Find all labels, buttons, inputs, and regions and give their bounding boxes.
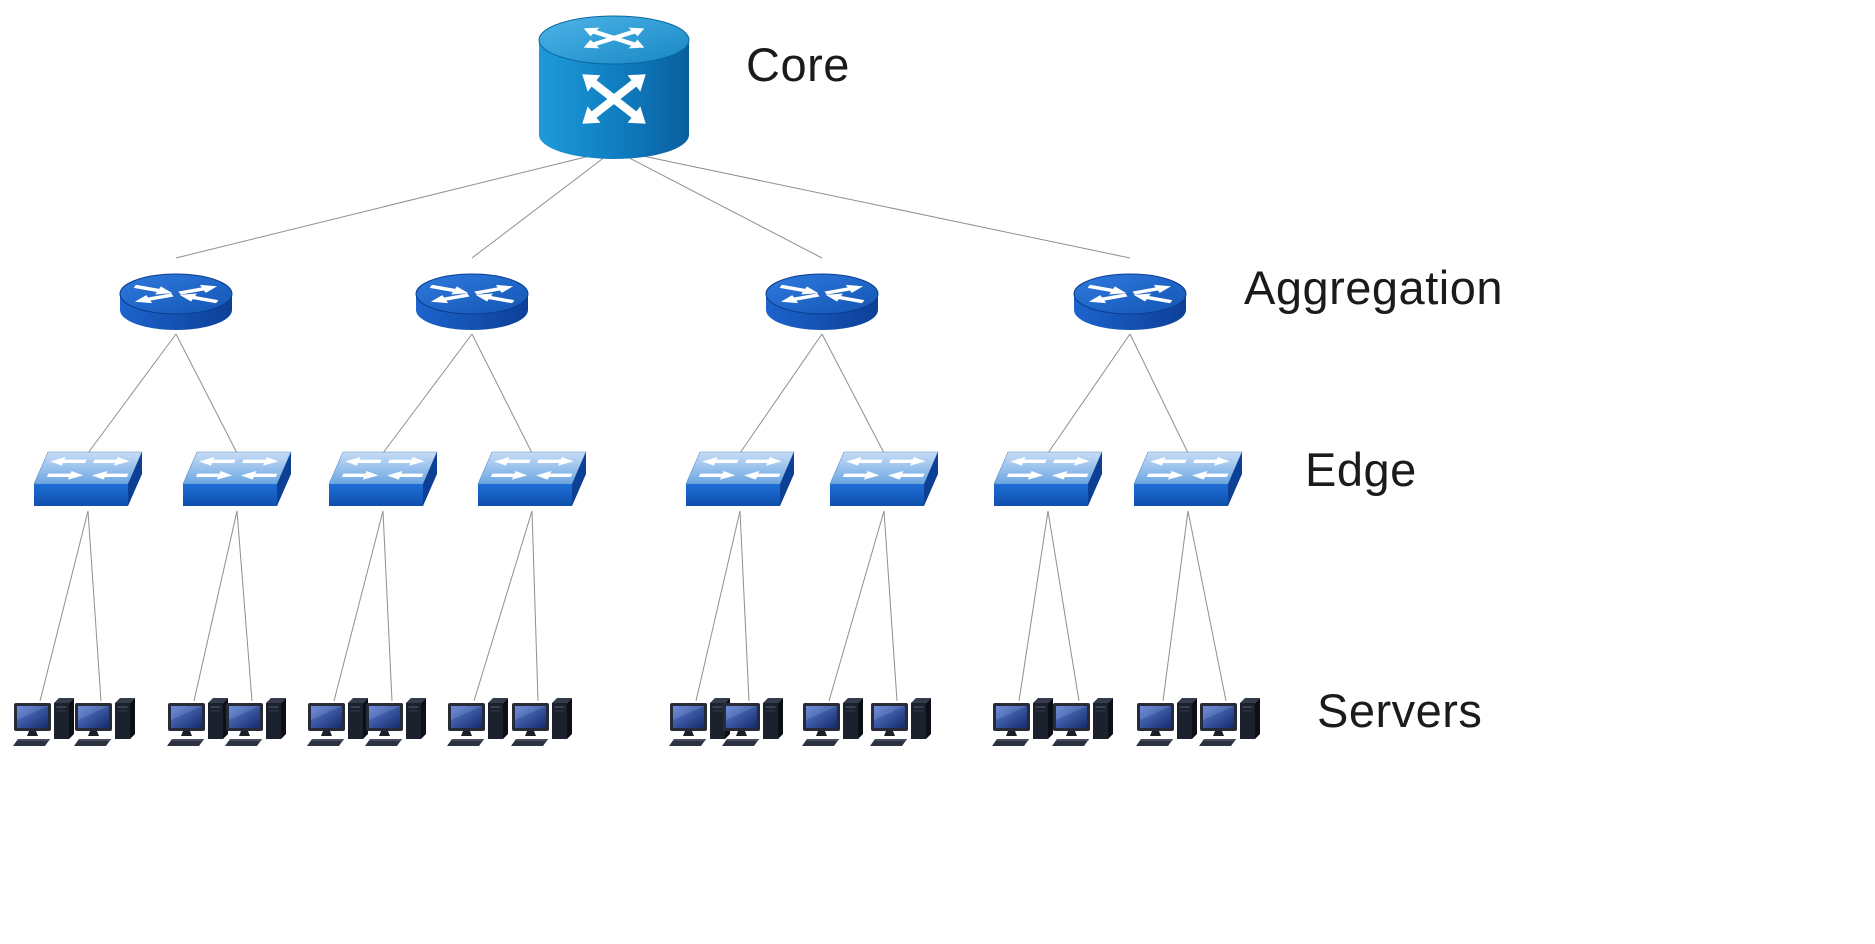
edge-switch-icon-3 — [329, 452, 437, 506]
label-aggregation: Aggregation — [1244, 261, 1503, 314]
connection-line — [382, 333, 473, 454]
connection-line — [87, 333, 177, 454]
server-icon-4-2 — [511, 698, 572, 746]
connection-line — [471, 333, 533, 454]
connection-line — [333, 510, 384, 702]
connection-line — [1018, 510, 1049, 702]
edge-switch-icon-2 — [183, 452, 291, 506]
connection-line — [193, 510, 238, 702]
core-switch-icon — [539, 16, 689, 159]
connection-line — [1162, 510, 1189, 702]
edge-switch-icon-4 — [478, 452, 586, 506]
server-icon-2-1 — [167, 698, 228, 746]
connection-line — [695, 510, 741, 702]
connection-line — [613, 149, 1131, 259]
connection-line — [531, 510, 539, 702]
connection-line — [471, 149, 615, 259]
connection-line — [382, 510, 393, 702]
connection-line — [39, 510, 89, 702]
server-icon-7-2 — [1052, 698, 1113, 746]
server-icon-8-2 — [1199, 698, 1260, 746]
server-icon-7-1 — [992, 698, 1053, 746]
server-icon-5-1 — [669, 698, 730, 746]
server-icon-3-2 — [365, 698, 426, 746]
connection-line — [175, 149, 615, 259]
connection-line — [473, 510, 533, 702]
connection-line — [739, 510, 750, 702]
edge-switch-icon-6 — [830, 452, 938, 506]
connection-line — [1047, 510, 1080, 702]
connection-lines — [39, 149, 1227, 702]
connection-line — [1047, 333, 1131, 454]
connection-line — [175, 333, 238, 454]
edge-switch-icon-1 — [34, 452, 142, 506]
server-icon-1-1 — [13, 698, 74, 746]
aggregation-router-icon-1 — [120, 274, 232, 330]
connection-line — [828, 510, 885, 702]
server-icon-6-1 — [802, 698, 863, 746]
connection-line — [821, 333, 885, 454]
connection-line — [1129, 333, 1189, 454]
edge-switch-icon-7 — [994, 452, 1102, 506]
server-icon-2-2 — [225, 698, 286, 746]
server-icon-4-1 — [447, 698, 508, 746]
connection-line — [1187, 510, 1227, 702]
aggregation-router-icon-2 — [416, 274, 528, 330]
server-icon-6-2 — [870, 698, 931, 746]
edge-switch-icon-5 — [686, 452, 794, 506]
server-icon-5-2 — [722, 698, 783, 746]
server-icon-1-2 — [74, 698, 135, 746]
aggregation-router-icon-4 — [1074, 274, 1186, 330]
connection-line — [87, 510, 102, 702]
label-edge: Edge — [1305, 443, 1417, 496]
server-icon-3-1 — [307, 698, 368, 746]
connection-line — [883, 510, 898, 702]
label-servers: Servers — [1317, 684, 1483, 737]
server-icon-8-1 — [1136, 698, 1197, 746]
connection-line — [613, 149, 823, 259]
connection-line — [739, 333, 823, 454]
aggregation-router-icon-3 — [766, 274, 878, 330]
label-core: Core — [746, 38, 850, 91]
connection-line — [236, 510, 253, 702]
edge-switch-icon-8 — [1134, 452, 1242, 506]
